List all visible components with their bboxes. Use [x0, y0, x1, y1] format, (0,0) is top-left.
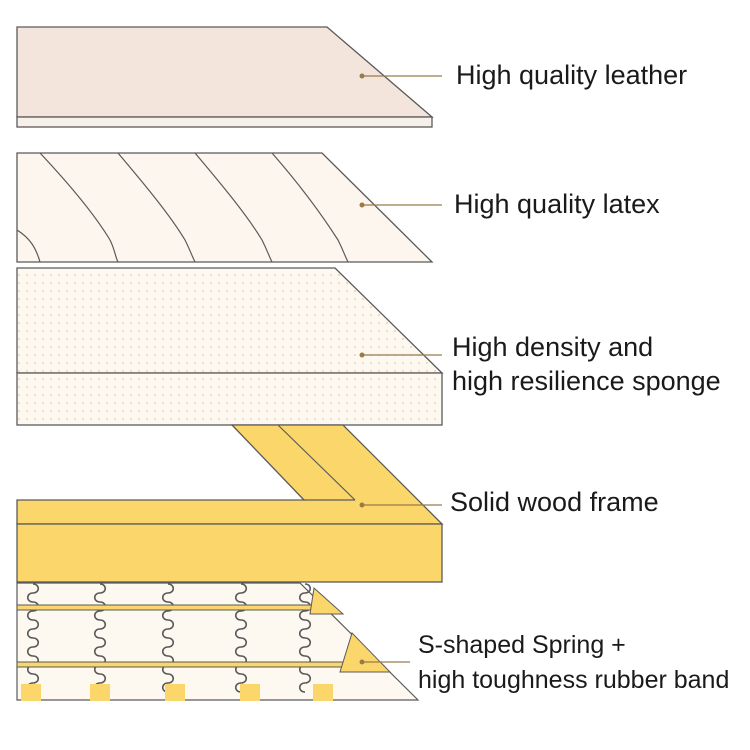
- leader-lines: [359, 73, 442, 665]
- wood-frame-front: [16, 523, 443, 583]
- leader-dot: [359, 659, 365, 665]
- sponge-layer: [16, 267, 444, 426]
- spring-foot: [240, 684, 260, 701]
- latex-panel: [16, 152, 434, 263]
- latex-layer: [16, 152, 434, 263]
- label-spring: S-shaped Spring + high toughness rubber …: [418, 628, 729, 698]
- leather-layer: [16, 26, 434, 128]
- wood-frame-layer: [16, 424, 444, 583]
- spring-foot: [21, 684, 41, 701]
- label-line: high resilience sponge: [452, 366, 721, 396]
- label-line: High quality leather: [456, 60, 688, 90]
- leader-dot: [359, 502, 365, 508]
- sponge-edge-dots: [16, 372, 443, 426]
- spring-layer: [16, 582, 420, 701]
- label-line: high toughness rubber band: [418, 666, 730, 694]
- label-line: High density and: [452, 332, 654, 362]
- spring-foot: [165, 684, 185, 701]
- leather-panel: [16, 26, 434, 118]
- leather-edge: [16, 116, 433, 128]
- label-line: S-shaped Spring +: [418, 631, 626, 659]
- sponge-dots-top: [16, 267, 444, 374]
- label-sponge: High density and high resilience sponge: [452, 330, 721, 398]
- wood-frame-top: [16, 424, 444, 525]
- spring-foot: [313, 684, 333, 701]
- label-leather: High quality leather: [456, 58, 687, 92]
- label-line: High quality latex: [454, 189, 660, 219]
- rubber-band: [16, 604, 318, 611]
- label-line: Solid wood frame: [450, 487, 659, 517]
- latex-stripes: [17, 153, 349, 262]
- spring-feet: [21, 684, 333, 701]
- leader-dot: [359, 352, 365, 358]
- rubber-band-end: [309, 587, 345, 615]
- spring-foot: [90, 684, 110, 701]
- label-wood: Solid wood frame: [450, 485, 659, 519]
- leader-dot: [359, 73, 365, 79]
- leader-dot: [359, 202, 365, 208]
- rubber-band: [16, 661, 356, 668]
- wood-frame-inner-line: [277, 424, 356, 501]
- label-latex: High quality latex: [454, 187, 660, 221]
